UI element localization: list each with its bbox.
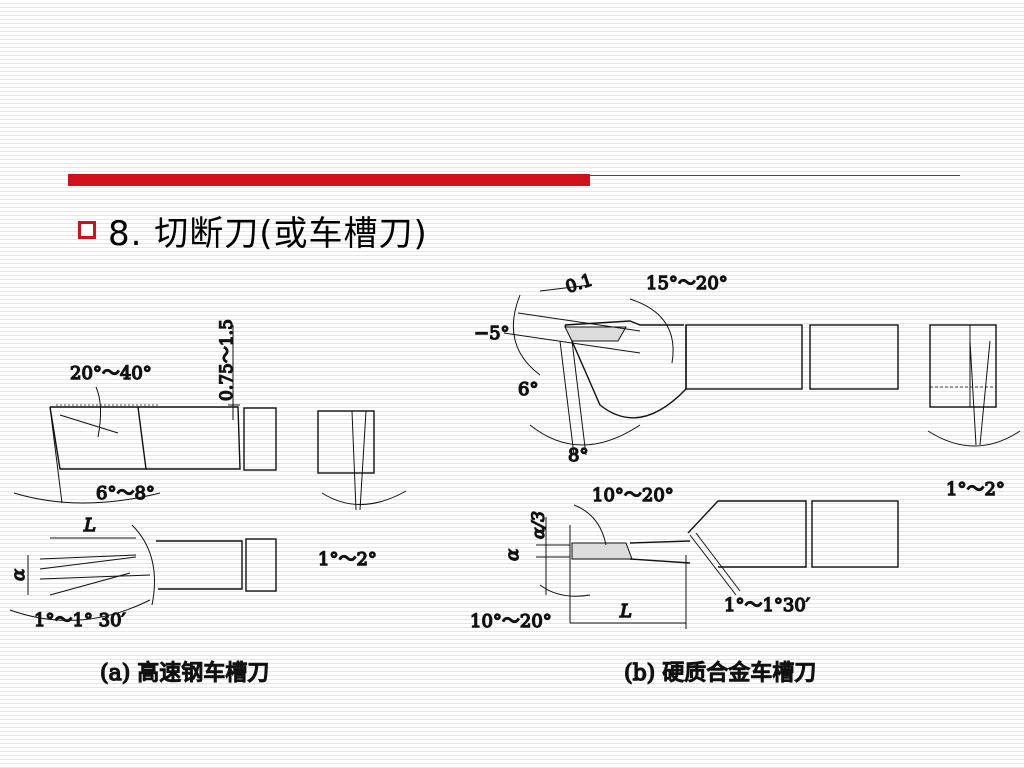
b-alpha-label: α xyxy=(502,549,523,561)
title-accent-line xyxy=(590,175,960,176)
a-angle-top-label: 20°～40° xyxy=(70,363,152,384)
figure-area: 20°～40° 6°～8° 0.75～1.5 L α 1°～1° 30′ 1°～… xyxy=(0,255,1024,695)
figure-a-drawing xyxy=(9,325,407,621)
heading-text: 8. 切断刀(或车槽刀) xyxy=(108,213,428,254)
a-length-label: L xyxy=(83,515,96,536)
figure-a-caption: (a) 高速钢车槽刀 xyxy=(100,661,269,686)
b-angle-10-20-top-label: 10°～20° xyxy=(592,485,674,506)
a-angle-bottom-label: 6°～8° xyxy=(96,483,155,504)
a-side-angle-label: 1°～1° 30′ xyxy=(34,610,126,631)
b-side-angle-label: 1°～1°30′ xyxy=(724,595,810,616)
b-angle-15-20-label: 15°～20° xyxy=(646,273,728,294)
b-angle-6-label: 6° xyxy=(518,379,538,400)
b-angle-8-label: 8° xyxy=(568,445,588,466)
square-bullet-icon xyxy=(78,221,96,239)
b-end-angle-label: 1°～2° xyxy=(946,479,1005,500)
tool-diagrams: 20°～40° 6°～8° 0.75～1.5 L α 1°～1° 30′ 1°～… xyxy=(7,270,1021,687)
b-angle-neg5-label: −5° xyxy=(474,323,510,344)
b-alpha-over-3-label: α/3 xyxy=(529,511,549,539)
b-length-label: L xyxy=(619,601,632,622)
title-accent-bar xyxy=(68,174,590,186)
slide-heading: 8. 切断刀(或车槽刀) xyxy=(78,205,428,255)
a-dim-vertical-label: 0.75～1.5 xyxy=(217,319,237,401)
figure-b-caption: (b) 硬质合金车槽刀 xyxy=(624,661,816,686)
b-angle-10-20-bottom-label: 10°～20° xyxy=(470,611,552,632)
a-end-angle-label: 1°～2° xyxy=(318,549,377,570)
figure-b-drawing xyxy=(503,284,1021,629)
b-dim-01-label: 0.1 xyxy=(563,270,595,297)
a-alpha-label: α xyxy=(8,569,29,581)
